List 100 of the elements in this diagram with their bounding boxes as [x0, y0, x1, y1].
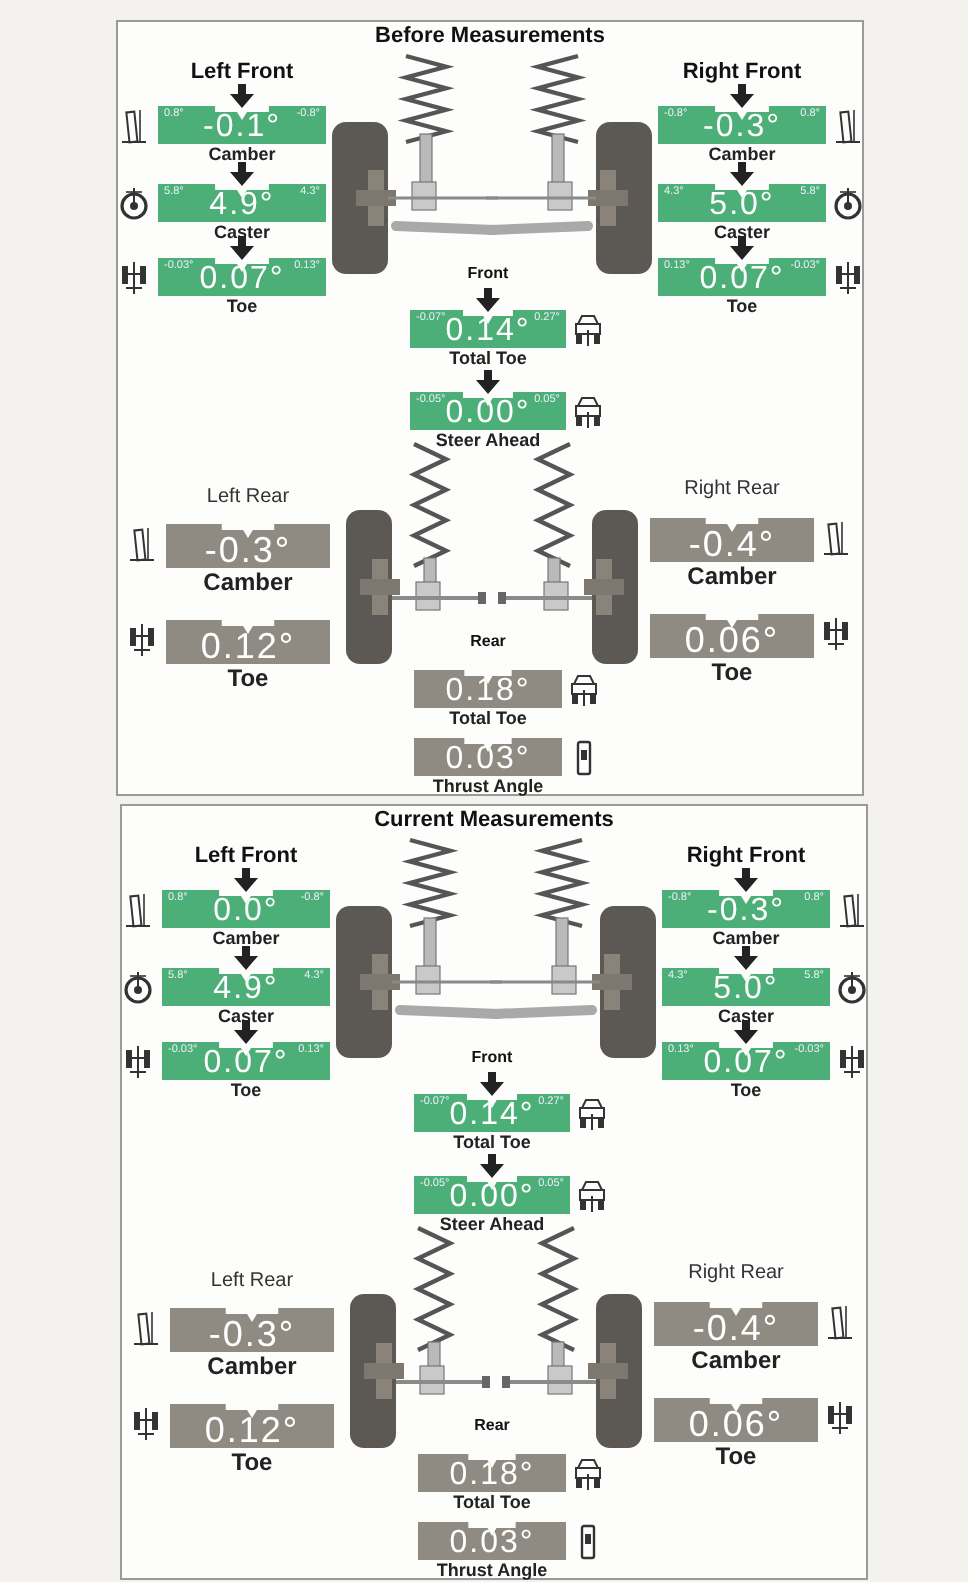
section-label: Left Front — [192, 846, 300, 868]
gauge-caption: Thrust Angle — [434, 1562, 550, 1580]
gauge-bar — [158, 184, 326, 222]
gauge-caption: Thrust Angle — [430, 778, 546, 796]
gauge-caption: Total Toe — [447, 350, 529, 368]
gauge-caption: Caster — [715, 1008, 776, 1026]
gauge-caption: Toe — [724, 298, 760, 316]
gauge-bar — [418, 1522, 566, 1560]
gauge-caption: Caster — [211, 224, 272, 242]
gauge-value: 0.07° — [199, 264, 285, 296]
gauge-bar — [166, 524, 330, 568]
gauge-value: -0.3° — [707, 896, 785, 928]
gauge-value: 0.00° — [449, 1182, 535, 1214]
gauge-value: 0.03° — [445, 744, 531, 776]
gauge-bar — [658, 258, 826, 296]
gauge-caption: Steer Ahead — [433, 432, 543, 450]
gauge-bar — [410, 392, 566, 430]
gauge-bar — [414, 1176, 570, 1214]
gauge-caption: Total Toe — [447, 710, 529, 728]
gauge-caption: Camber — [706, 146, 778, 164]
gauge-bar — [658, 106, 826, 144]
gauge-caption: Toe — [728, 1082, 764, 1100]
gauge-value: -0.3° — [703, 112, 781, 144]
gauge-caption: Camber — [689, 1348, 783, 1372]
gauge-bar — [658, 184, 826, 222]
gauge-value: 0.14° — [445, 316, 531, 348]
gauge-caption: Toe — [224, 298, 260, 316]
gauge-bar — [170, 1308, 334, 1352]
gauge-bar — [166, 620, 330, 664]
gauge-caption: Camber — [205, 1354, 299, 1378]
gauge-value: 0.18° — [449, 1460, 535, 1492]
gauge-value: 5.0° — [709, 190, 775, 222]
gauge-value: -0.3° — [208, 1316, 296, 1352]
gauge-caption: Caster — [711, 224, 772, 242]
measurement-panel — [116, 20, 864, 796]
gauge-caption: Toe — [228, 1082, 264, 1100]
section-label: Front — [469, 1050, 515, 1066]
section-label: Right Rear — [686, 1264, 786, 1284]
gauge-value: 0.12° — [200, 628, 296, 664]
gauge-value: 0.07° — [699, 264, 785, 296]
gauge-bar — [654, 1398, 818, 1442]
gauge-caption: Toe — [229, 1450, 275, 1474]
gauge-caption: Total Toe — [451, 1494, 533, 1512]
gauge-value: 0.06° — [684, 622, 780, 658]
section-label: Rear — [468, 634, 508, 650]
gauge-bar — [418, 1454, 566, 1492]
section-label: Left Front — [188, 62, 296, 84]
gauge-value: -0.4° — [692, 1310, 780, 1346]
gauge-bar — [170, 1404, 334, 1448]
gauge-value: -0.3° — [204, 532, 292, 568]
gauge-bar — [654, 1302, 818, 1346]
section-label: Front — [465, 266, 511, 282]
gauge-bar — [162, 890, 330, 928]
gauge-value: -0.4° — [688, 526, 776, 562]
gauge-caption: Toe — [225, 666, 271, 690]
section-label: Right Front — [684, 846, 808, 868]
gauge-value: 4.9° — [209, 190, 275, 222]
gauge-bar — [410, 310, 566, 348]
gauge-bar — [662, 890, 830, 928]
panel-title: Current Measurements — [374, 808, 614, 832]
gauge-value: 0.18° — [445, 676, 531, 708]
section-label: Left Rear — [204, 488, 292, 508]
gauge-caption: Toe — [709, 660, 755, 684]
gauge-value: 0.0° — [213, 896, 279, 928]
gauge-caption: Total Toe — [451, 1134, 533, 1152]
gauge-value: -0.1° — [203, 112, 281, 144]
gauge-bar — [414, 738, 562, 776]
gauge-caption: Camber — [710, 930, 782, 948]
section-label: Right Front — [680, 62, 804, 84]
section-label: Left Rear — [208, 1272, 296, 1292]
gauge-value: 0.06° — [688, 1406, 784, 1442]
gauge-value: 5.0° — [713, 974, 779, 1006]
section-label: Rear — [472, 1418, 512, 1434]
gauge-bar — [162, 1042, 330, 1080]
gauge-bar — [414, 1094, 570, 1132]
gauge-value: 0.00° — [445, 398, 531, 430]
gauge-bar — [158, 258, 326, 296]
gauge-value: 0.03° — [449, 1528, 535, 1560]
gauge-bar — [650, 614, 814, 658]
gauge-caption: Camber — [206, 146, 278, 164]
gauge-caption: Camber — [210, 930, 282, 948]
gauge-caption: Caster — [215, 1008, 276, 1026]
gauge-value: 4.9° — [213, 974, 279, 1006]
gauge-value: 0.07° — [703, 1048, 789, 1080]
gauge-bar — [662, 1042, 830, 1080]
gauge-bar — [158, 106, 326, 144]
gauge-value: 0.07° — [203, 1048, 289, 1080]
panel-title: Before Measurements — [375, 24, 605, 48]
gauge-caption: Steer Ahead — [437, 1216, 547, 1234]
gauge-bar — [162, 968, 330, 1006]
gauge-caption: Camber — [201, 570, 295, 594]
gauge-bar — [650, 518, 814, 562]
gauge-caption: Camber — [685, 564, 779, 588]
gauge-caption: Toe — [713, 1444, 759, 1468]
gauge-bar — [414, 670, 562, 708]
section-label: Right Rear — [682, 480, 782, 500]
gauge-bar — [662, 968, 830, 1006]
measurement-panel — [120, 804, 868, 1580]
gauge-value: 0.12° — [204, 1412, 300, 1448]
gauge-value: 0.14° — [449, 1100, 535, 1132]
